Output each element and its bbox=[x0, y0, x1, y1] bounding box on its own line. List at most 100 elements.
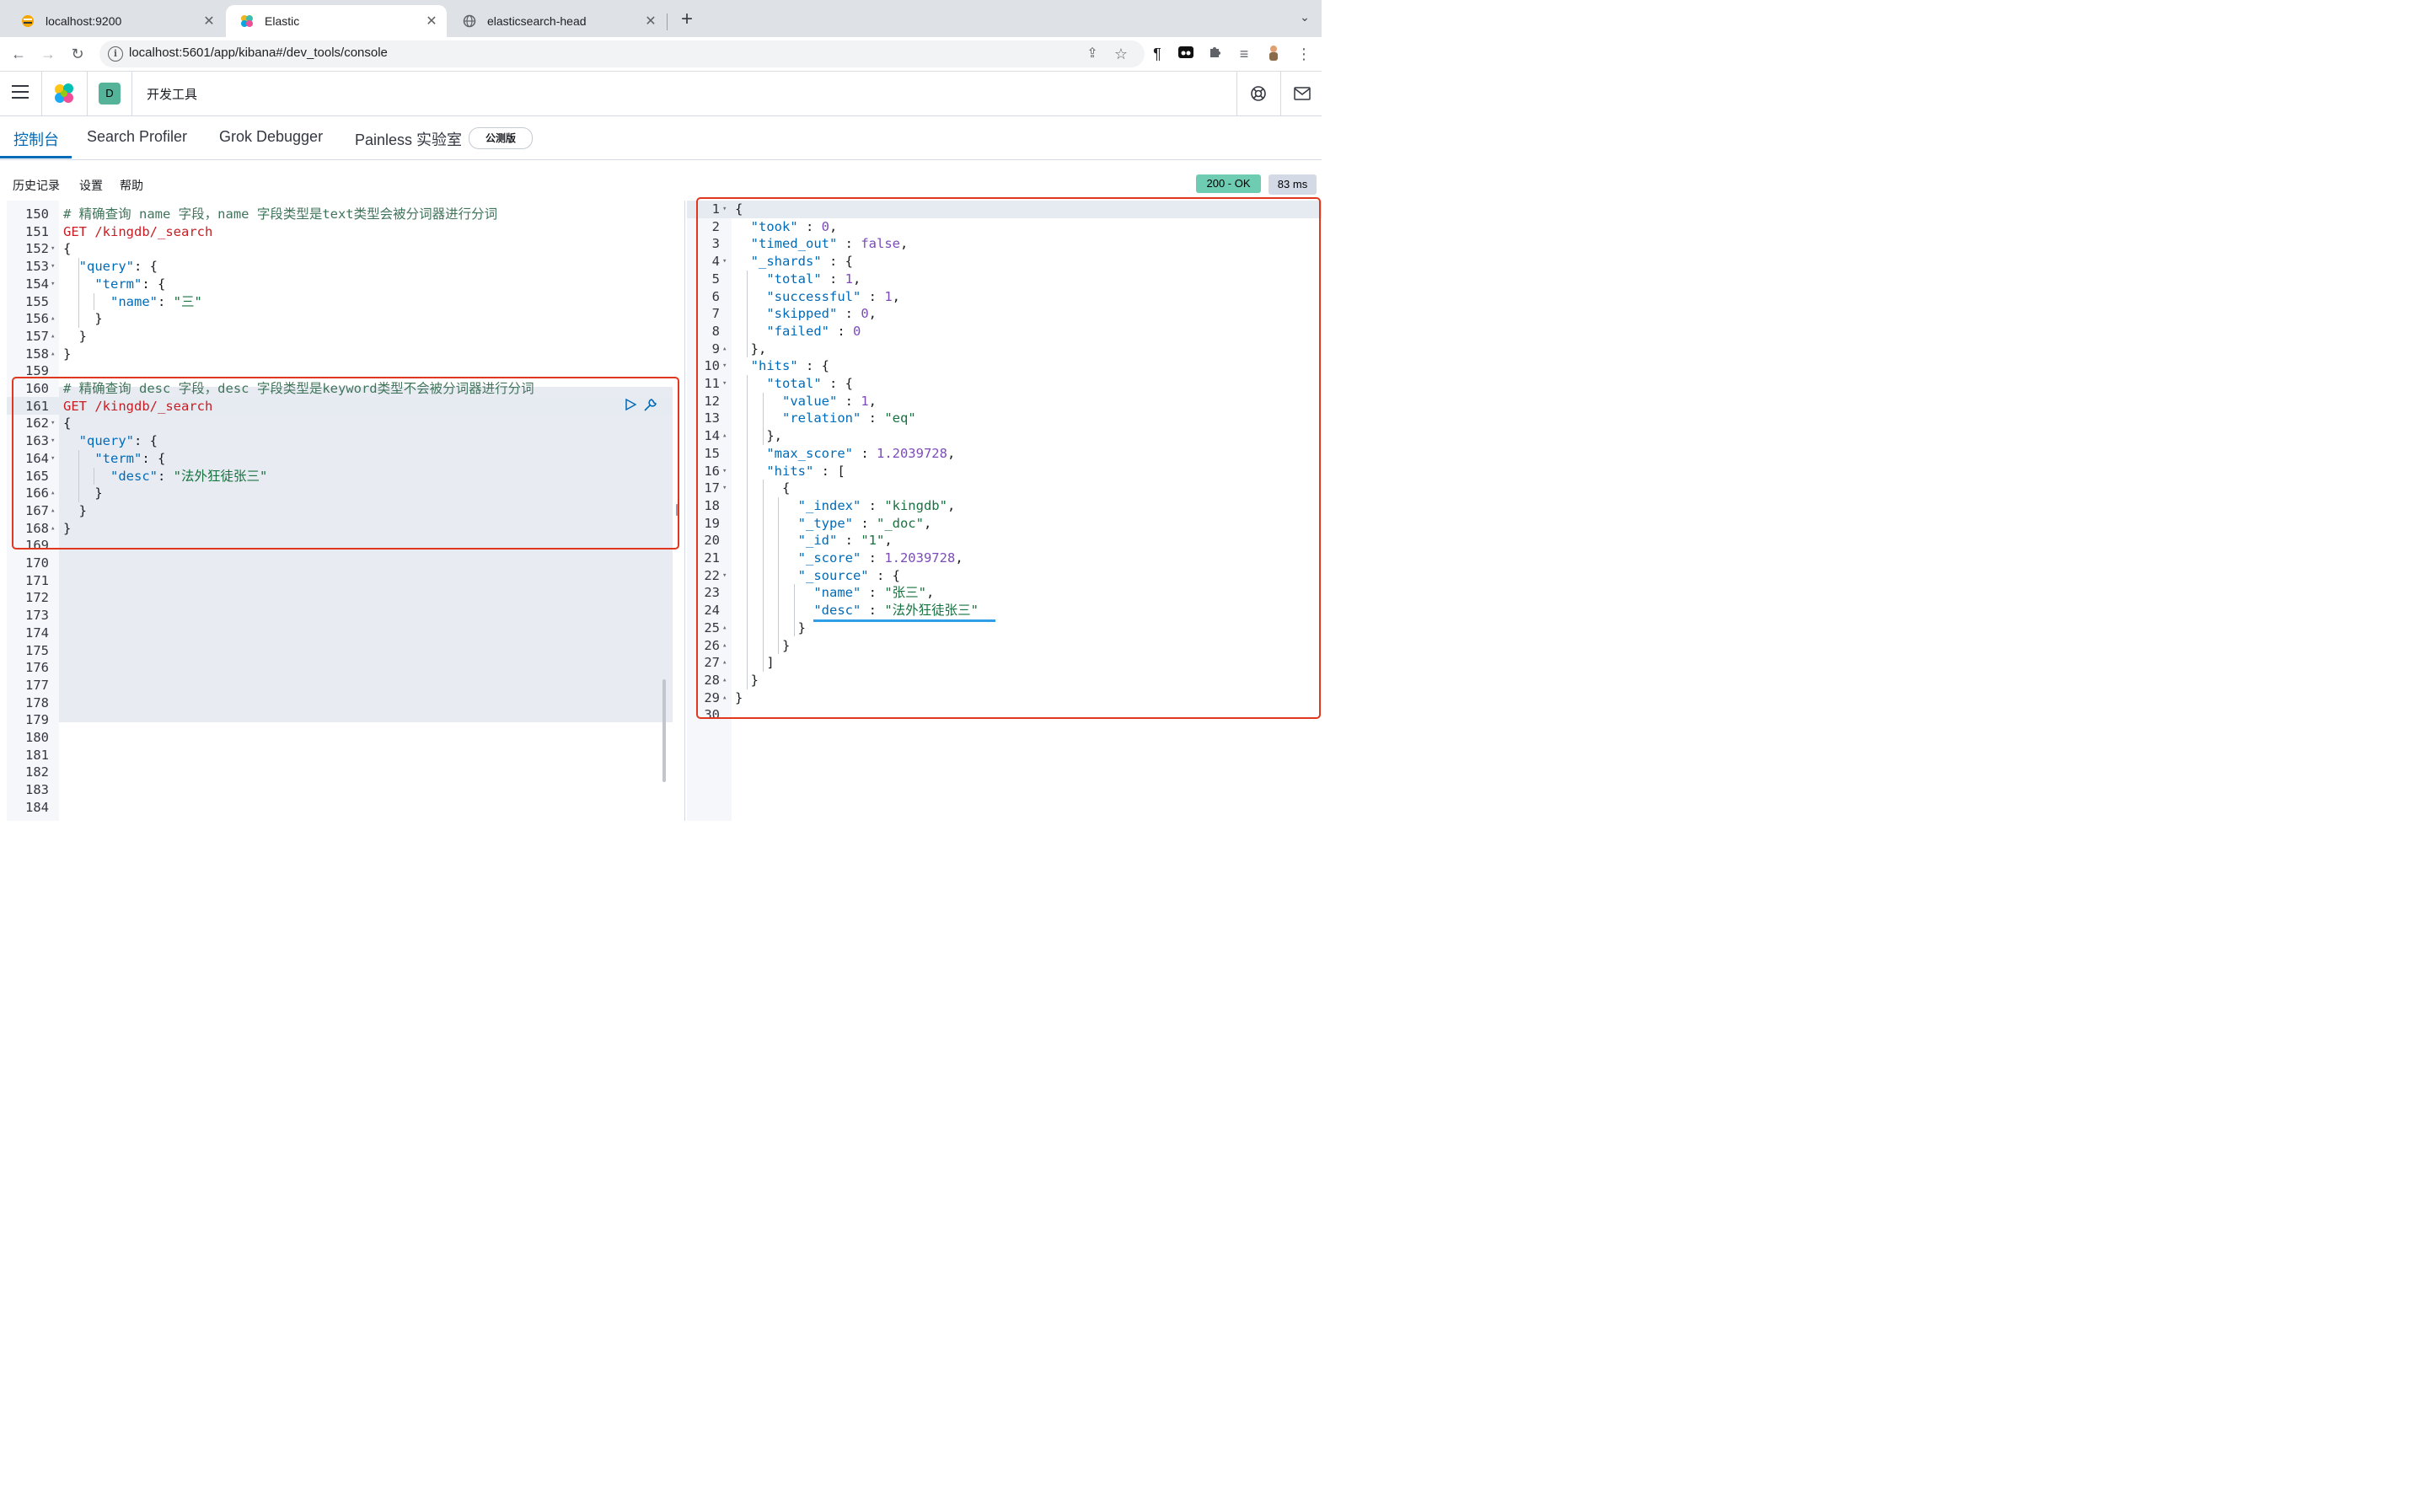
code-text[interactable]: "hits" : { bbox=[750, 358, 829, 374]
request-line[interactable]: 166▴ } bbox=[7, 485, 673, 502]
response-line[interactable]: 3 "timed_out" : false, bbox=[687, 235, 1322, 253]
code-text[interactable]: # 精确查询 desc 字段，desc 字段类型是keyword类型不会被分词器… bbox=[63, 381, 534, 396]
request-line[interactable]: 158▴} bbox=[7, 346, 673, 363]
code-text[interactable]: "max_score" : 1.2039728, bbox=[766, 445, 956, 461]
code-text[interactable]: "desc": "法外狂徒张三" bbox=[110, 468, 268, 484]
code-text[interactable]: }, bbox=[735, 340, 767, 357]
code-text[interactable]: "query": { bbox=[78, 259, 158, 275]
reading-list-icon[interactable]: ≡ bbox=[1239, 46, 1249, 62]
close-tab-icon[interactable]: ✕ bbox=[203, 14, 215, 29]
code-text[interactable]: "relation" : "eq" bbox=[782, 410, 916, 426]
fold-close-icon[interactable]: ▴ bbox=[51, 506, 56, 515]
back-icon[interactable]: ← bbox=[11, 46, 26, 62]
response-line[interactable]: 26▴ } bbox=[687, 637, 1322, 655]
fold-open-icon[interactable]: ▾ bbox=[51, 419, 56, 428]
fold-close-icon[interactable]: ▴ bbox=[722, 693, 727, 702]
fold-close-icon[interactable]: ▴ bbox=[51, 331, 56, 340]
mail-icon[interactable] bbox=[1294, 87, 1311, 100]
code-text[interactable]: "total" : { bbox=[766, 376, 853, 391]
request-line[interactable]: 159 bbox=[7, 362, 673, 380]
fold-close-icon[interactable]: ▴ bbox=[722, 658, 727, 668]
browser-tab-elasticsearch-head[interactable]: elasticsearch-head ✕ bbox=[448, 5, 666, 37]
response-line[interactable]: 19 "_type" : "_doc", bbox=[687, 515, 1322, 533]
address-bar[interactable]: i localhost:5601/app/kibana#/dev_tools/c… bbox=[99, 40, 1145, 67]
response-line[interactable]: 7 "skipped" : 0, bbox=[687, 305, 1322, 323]
request-line[interactable]: 165 "desc": "法外狂徒张三" bbox=[7, 468, 673, 485]
code-text[interactable]: } bbox=[735, 689, 743, 705]
fold-open-icon[interactable]: ▾ bbox=[722, 362, 727, 371]
code-text[interactable]: "timed_out" : false, bbox=[750, 236, 909, 252]
url-text[interactable]: localhost:5601/app/kibana#/dev_tools/con… bbox=[129, 46, 388, 60]
code-text[interactable]: ] bbox=[735, 655, 775, 671]
glasses-extension-icon[interactable] bbox=[1176, 44, 1196, 64]
response-line[interactable]: 5 "total" : 1, bbox=[687, 271, 1322, 288]
request-line[interactable]: 179 bbox=[7, 711, 673, 729]
response-line[interactable]: 11▾ "total" : { bbox=[687, 375, 1322, 393]
star-icon[interactable]: ☆ bbox=[1113, 46, 1129, 62]
response-line[interactable]: 30 bbox=[687, 706, 1322, 724]
code-text[interactable]: "_id" : "1", bbox=[797, 533, 893, 549]
new-tab-button[interactable]: + bbox=[680, 8, 693, 30]
request-line[interactable]: 174 bbox=[7, 625, 673, 642]
history-link[interactable]: 历史记录 bbox=[13, 179, 60, 192]
code-text[interactable]: "took" : 0, bbox=[750, 218, 838, 234]
request-line[interactable]: 183 bbox=[7, 781, 673, 799]
code-text[interactable]: "term": { bbox=[94, 450, 166, 466]
request-line[interactable]: 163▾ "query": { bbox=[7, 432, 673, 450]
request-line[interactable]: 152▾{ bbox=[7, 240, 673, 258]
request-line[interactable]: 168▴} bbox=[7, 520, 673, 538]
request-line[interactable]: 173 bbox=[7, 607, 673, 625]
request-line[interactable]: 155 "name": "三" bbox=[7, 293, 673, 311]
code-text[interactable]: "total" : 1, bbox=[766, 271, 861, 287]
response-line[interactable]: 9▴ }, bbox=[687, 340, 1322, 358]
fold-open-icon[interactable]: ▾ bbox=[51, 453, 56, 463]
request-line[interactable]: 162▾{ bbox=[7, 415, 673, 432]
forward-icon[interactable]: → bbox=[40, 46, 56, 62]
code-text[interactable]: "term": { bbox=[94, 276, 166, 292]
response-viewer[interactable]: 1▾{2 "took" : 0,3 "timed_out" : false,4▾… bbox=[687, 201, 1322, 821]
elastic-logo-icon[interactable] bbox=[52, 82, 76, 105]
reload-icon[interactable]: ↻ bbox=[71, 46, 84, 62]
response-line[interactable]: 29▴} bbox=[687, 689, 1322, 707]
request-line[interactable]: 169 bbox=[7, 537, 673, 555]
code-text[interactable]: "desc" : "法外狂徒张三" bbox=[813, 603, 979, 619]
help-link[interactable]: 帮助 bbox=[120, 179, 143, 192]
code-text[interactable]: } bbox=[735, 672, 759, 688]
code-text[interactable]: } bbox=[63, 502, 87, 518]
code-text[interactable]: "_source" : { bbox=[797, 567, 900, 583]
response-line[interactable]: 20 "_id" : "1", bbox=[687, 532, 1322, 550]
puzzle-icon[interactable] bbox=[1205, 44, 1226, 64]
fold-close-icon[interactable]: ▴ bbox=[51, 523, 56, 533]
tab-painless-lab[interactable]: Painless 实验室 bbox=[355, 131, 463, 148]
fold-close-icon[interactable]: ▴ bbox=[722, 344, 727, 353]
response-line[interactable]: 8 "failed" : 0 bbox=[687, 323, 1322, 340]
code-text[interactable]: # 精确查询 name 字段，name 字段类型是text类型会被分词器进行分词 bbox=[63, 206, 498, 222]
fold-open-icon[interactable]: ▾ bbox=[722, 484, 727, 493]
pilcrow-extension-icon[interactable]: ¶ bbox=[1153, 46, 1161, 62]
request-line[interactable]: 182 bbox=[7, 764, 673, 781]
code-text[interactable]: } bbox=[63, 485, 103, 501]
request-line[interactable]: 172 bbox=[7, 589, 673, 607]
space-avatar[interactable]: D bbox=[99, 83, 121, 105]
response-line[interactable]: 16▾ "hits" : [ bbox=[687, 463, 1322, 480]
fold-close-icon[interactable]: ▴ bbox=[51, 489, 56, 498]
code-text[interactable]: } bbox=[63, 311, 103, 327]
code-text[interactable]: } bbox=[63, 346, 72, 362]
request-line[interactable]: 164▾ "term": { bbox=[7, 450, 673, 468]
response-line[interactable]: 1▾{ bbox=[687, 201, 1322, 218]
tab-console[interactable]: 控制台 bbox=[13, 131, 59, 148]
browser-tab-elastic[interactable]: Elastic ✕ bbox=[226, 5, 447, 37]
code-text[interactable]: "_type" : "_doc", bbox=[797, 515, 932, 531]
response-line[interactable]: 18 "_index" : "kingdb", bbox=[687, 497, 1322, 515]
request-editor[interactable]: 150# 精确查询 name 字段，name 字段类型是text类型会被分词器进… bbox=[7, 201, 673, 821]
request-line[interactable]: 160# 精确查询 desc 字段，desc 字段类型是keyword类型不会被… bbox=[7, 380, 673, 398]
info-icon[interactable]: i bbox=[108, 46, 123, 62]
menu-icon[interactable]: ⋮ bbox=[1296, 46, 1311, 62]
request-line[interactable]: 167▴ } bbox=[7, 502, 673, 520]
tab-grok-debugger[interactable]: Grok Debugger bbox=[219, 128, 324, 145]
code-text[interactable]: }, bbox=[735, 428, 782, 444]
code-text[interactable]: "hits" : [ bbox=[766, 463, 845, 479]
help-lifebuoy-icon[interactable] bbox=[1250, 85, 1267, 102]
